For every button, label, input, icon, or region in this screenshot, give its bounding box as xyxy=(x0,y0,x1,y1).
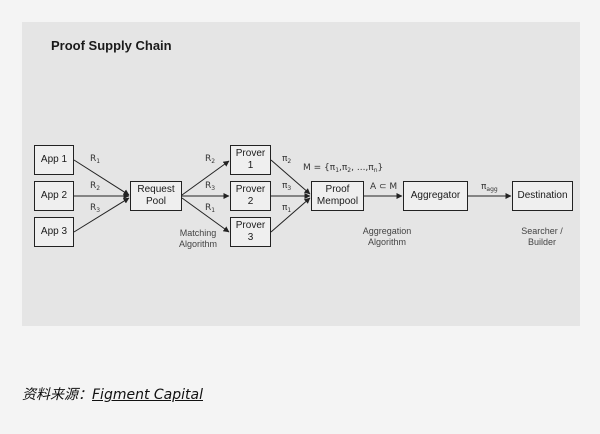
arrow-app3-pool xyxy=(73,197,130,233)
caption-aggregation-algorithm: Aggregation Algorithm xyxy=(362,226,412,247)
label-pi-prover3: π1 xyxy=(282,203,292,214)
label-r-prover1: R2 xyxy=(205,154,216,165)
arrow-pool-prover1 xyxy=(181,160,230,196)
node-app-1: App 1 xyxy=(34,145,74,175)
label-r-prover2: R3 xyxy=(205,181,216,192)
label-r-app1: R1 xyxy=(90,154,101,165)
label-pi-prover2: π3 xyxy=(282,181,292,192)
label-r-app2: R2 xyxy=(90,181,101,192)
label-mempool-set: M = {π1,π2, ...,πn} xyxy=(303,163,384,174)
source-credit: 资料来源：Figment Capital xyxy=(22,384,203,404)
label-subset: A ⊂ M xyxy=(370,182,398,192)
node-aggregator: Aggregator xyxy=(403,181,468,211)
node-prover-3: Prover 3 xyxy=(230,217,271,247)
node-prover-2: Prover 2 xyxy=(230,181,271,211)
label-pi-agg: πagg xyxy=(481,182,498,193)
label-r-app3: R3 xyxy=(90,203,101,214)
label-r-prover3: R1 xyxy=(205,203,216,214)
node-prover-1: Prover 1 xyxy=(230,145,271,175)
arrow-prover1-mempool xyxy=(270,159,311,195)
node-app-3: App 3 xyxy=(34,217,74,247)
caption-searcher-builder: Searcher / Builder xyxy=(521,226,563,247)
arrow-app1-pool xyxy=(73,159,130,196)
node-app-2: App 2 xyxy=(34,181,74,211)
caption-matching-algorithm: Matching Algorithm xyxy=(178,228,217,249)
diagram-title: Proof Supply Chain xyxy=(51,38,172,53)
diagram-panel xyxy=(22,22,580,326)
source-prefix: 资料来源： xyxy=(22,387,92,403)
node-request-pool: Request Pool xyxy=(130,181,182,211)
arrow-pool-prover3 xyxy=(181,197,230,233)
node-proof-mempool: Proof Mempool xyxy=(311,181,364,211)
node-destination: Destination xyxy=(512,181,573,211)
label-pi-prover1: π2 xyxy=(282,154,292,165)
arrow-prover3-mempool xyxy=(270,197,311,233)
source-link[interactable]: Figment Capital xyxy=(92,387,203,403)
